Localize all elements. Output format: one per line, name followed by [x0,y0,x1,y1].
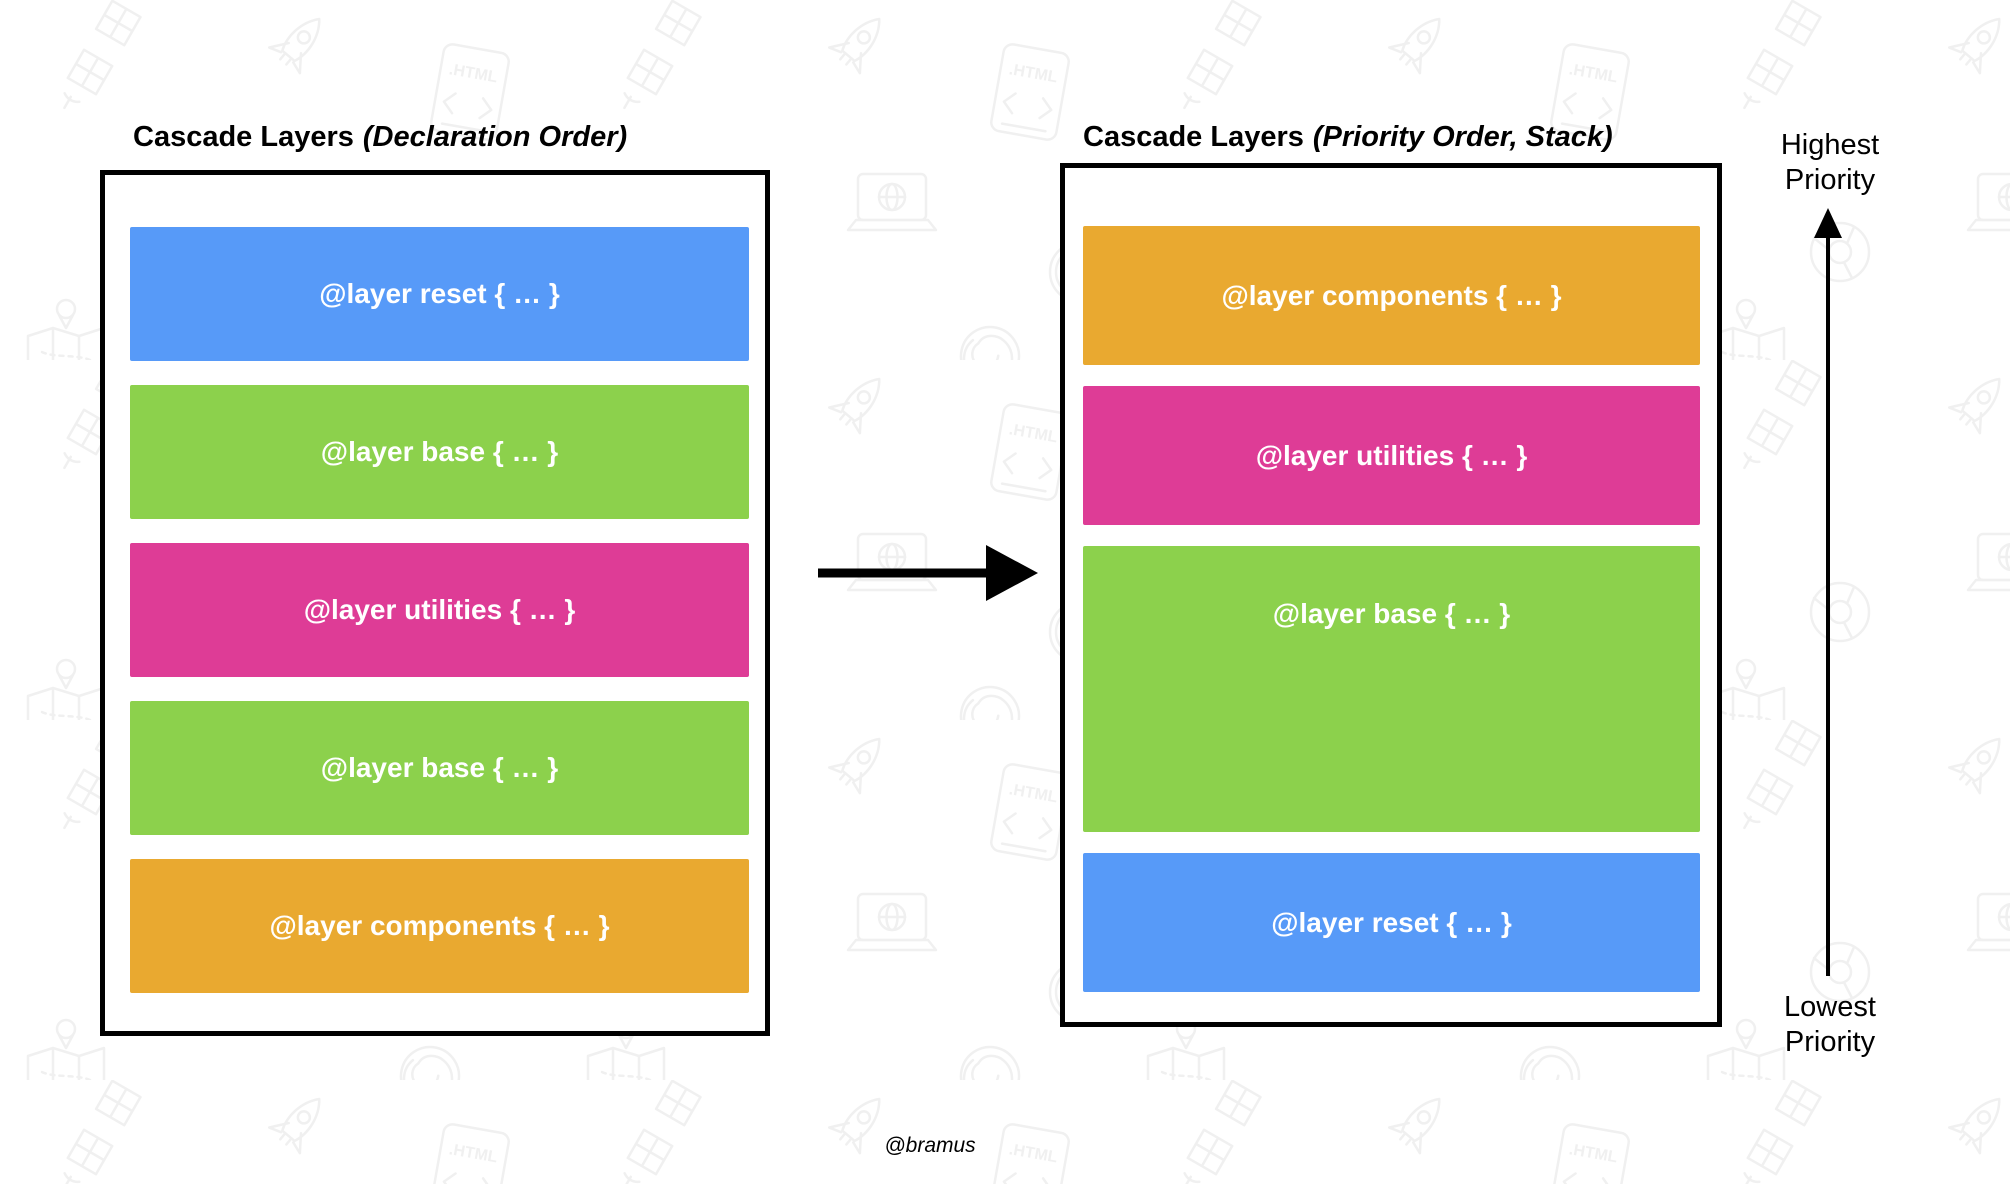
layer-bar-label: @layer base { … } [1272,598,1511,629]
layer-bar-label: @layer reset { … } [319,278,560,309]
right-arrow-icon [818,545,1038,601]
lowest-priority-line1: Lowest [1784,991,1876,1023]
layer-bar-components: @layer components { … } [130,859,749,993]
lowest-priority-label: Lowest Priority [1736,990,1924,1060]
layer-bar-utilities: @layer utilities { … } [1083,386,1700,525]
layer-bar-label: @layer base { … } [320,752,559,783]
layer-bar-components: @layer components { … } [1083,226,1700,365]
layer-bar-label: @layer base { … } [320,436,559,467]
left-panel-subtitle: (Declaration Order) [362,121,628,153]
layer-bar-base-2: @layer base { … } [130,701,749,835]
layer-bar-reset: @layer reset { … } [1083,853,1700,992]
layer-bar-label: @layer components { … } [1221,279,1562,311]
right-panel-title-text: Cascade Layers [1083,121,1304,153]
author-credit: @bramus [884,1134,976,1157]
layer-bar-reset: @layer reset { … } [130,227,749,361]
layer-bar-base: @layer base { … } [130,385,749,519]
right-panel-subtitle: (Priority Order, Stack) [1312,121,1613,153]
lowest-priority-line2: Priority [1784,1026,1876,1058]
layer-bar-base: @layer base { … } [1083,546,1700,832]
highest-priority-line1: Highest [1780,129,1880,161]
layer-bar-label: @layer reset { … } [1271,906,1512,938]
left-panel-title-text: Cascade Layers [133,121,354,153]
layer-bar-utilities: @layer utilities { … } [130,543,749,677]
priority-order-panel: @layer components { … } @layer utilities… [1060,163,1722,1027]
right-panel-title: Cascade Layers(Priority Order, Stack) [1083,121,1613,154]
highest-priority-line2: Priority [1784,164,1876,196]
declaration-order-panel: @layer reset { … } @layer base { … } @la… [100,170,770,1036]
up-arrow-icon [1814,208,1842,976]
left-panel-title: Cascade Layers(Declaration Order) [133,121,627,154]
layer-bar-label: @layer components { … } [269,910,610,941]
highest-priority-label: Highest Priority [1736,128,1924,198]
layer-bar-label: @layer utilities { … } [303,594,576,625]
layer-bar-label: @layer utilities { … } [1255,439,1528,471]
